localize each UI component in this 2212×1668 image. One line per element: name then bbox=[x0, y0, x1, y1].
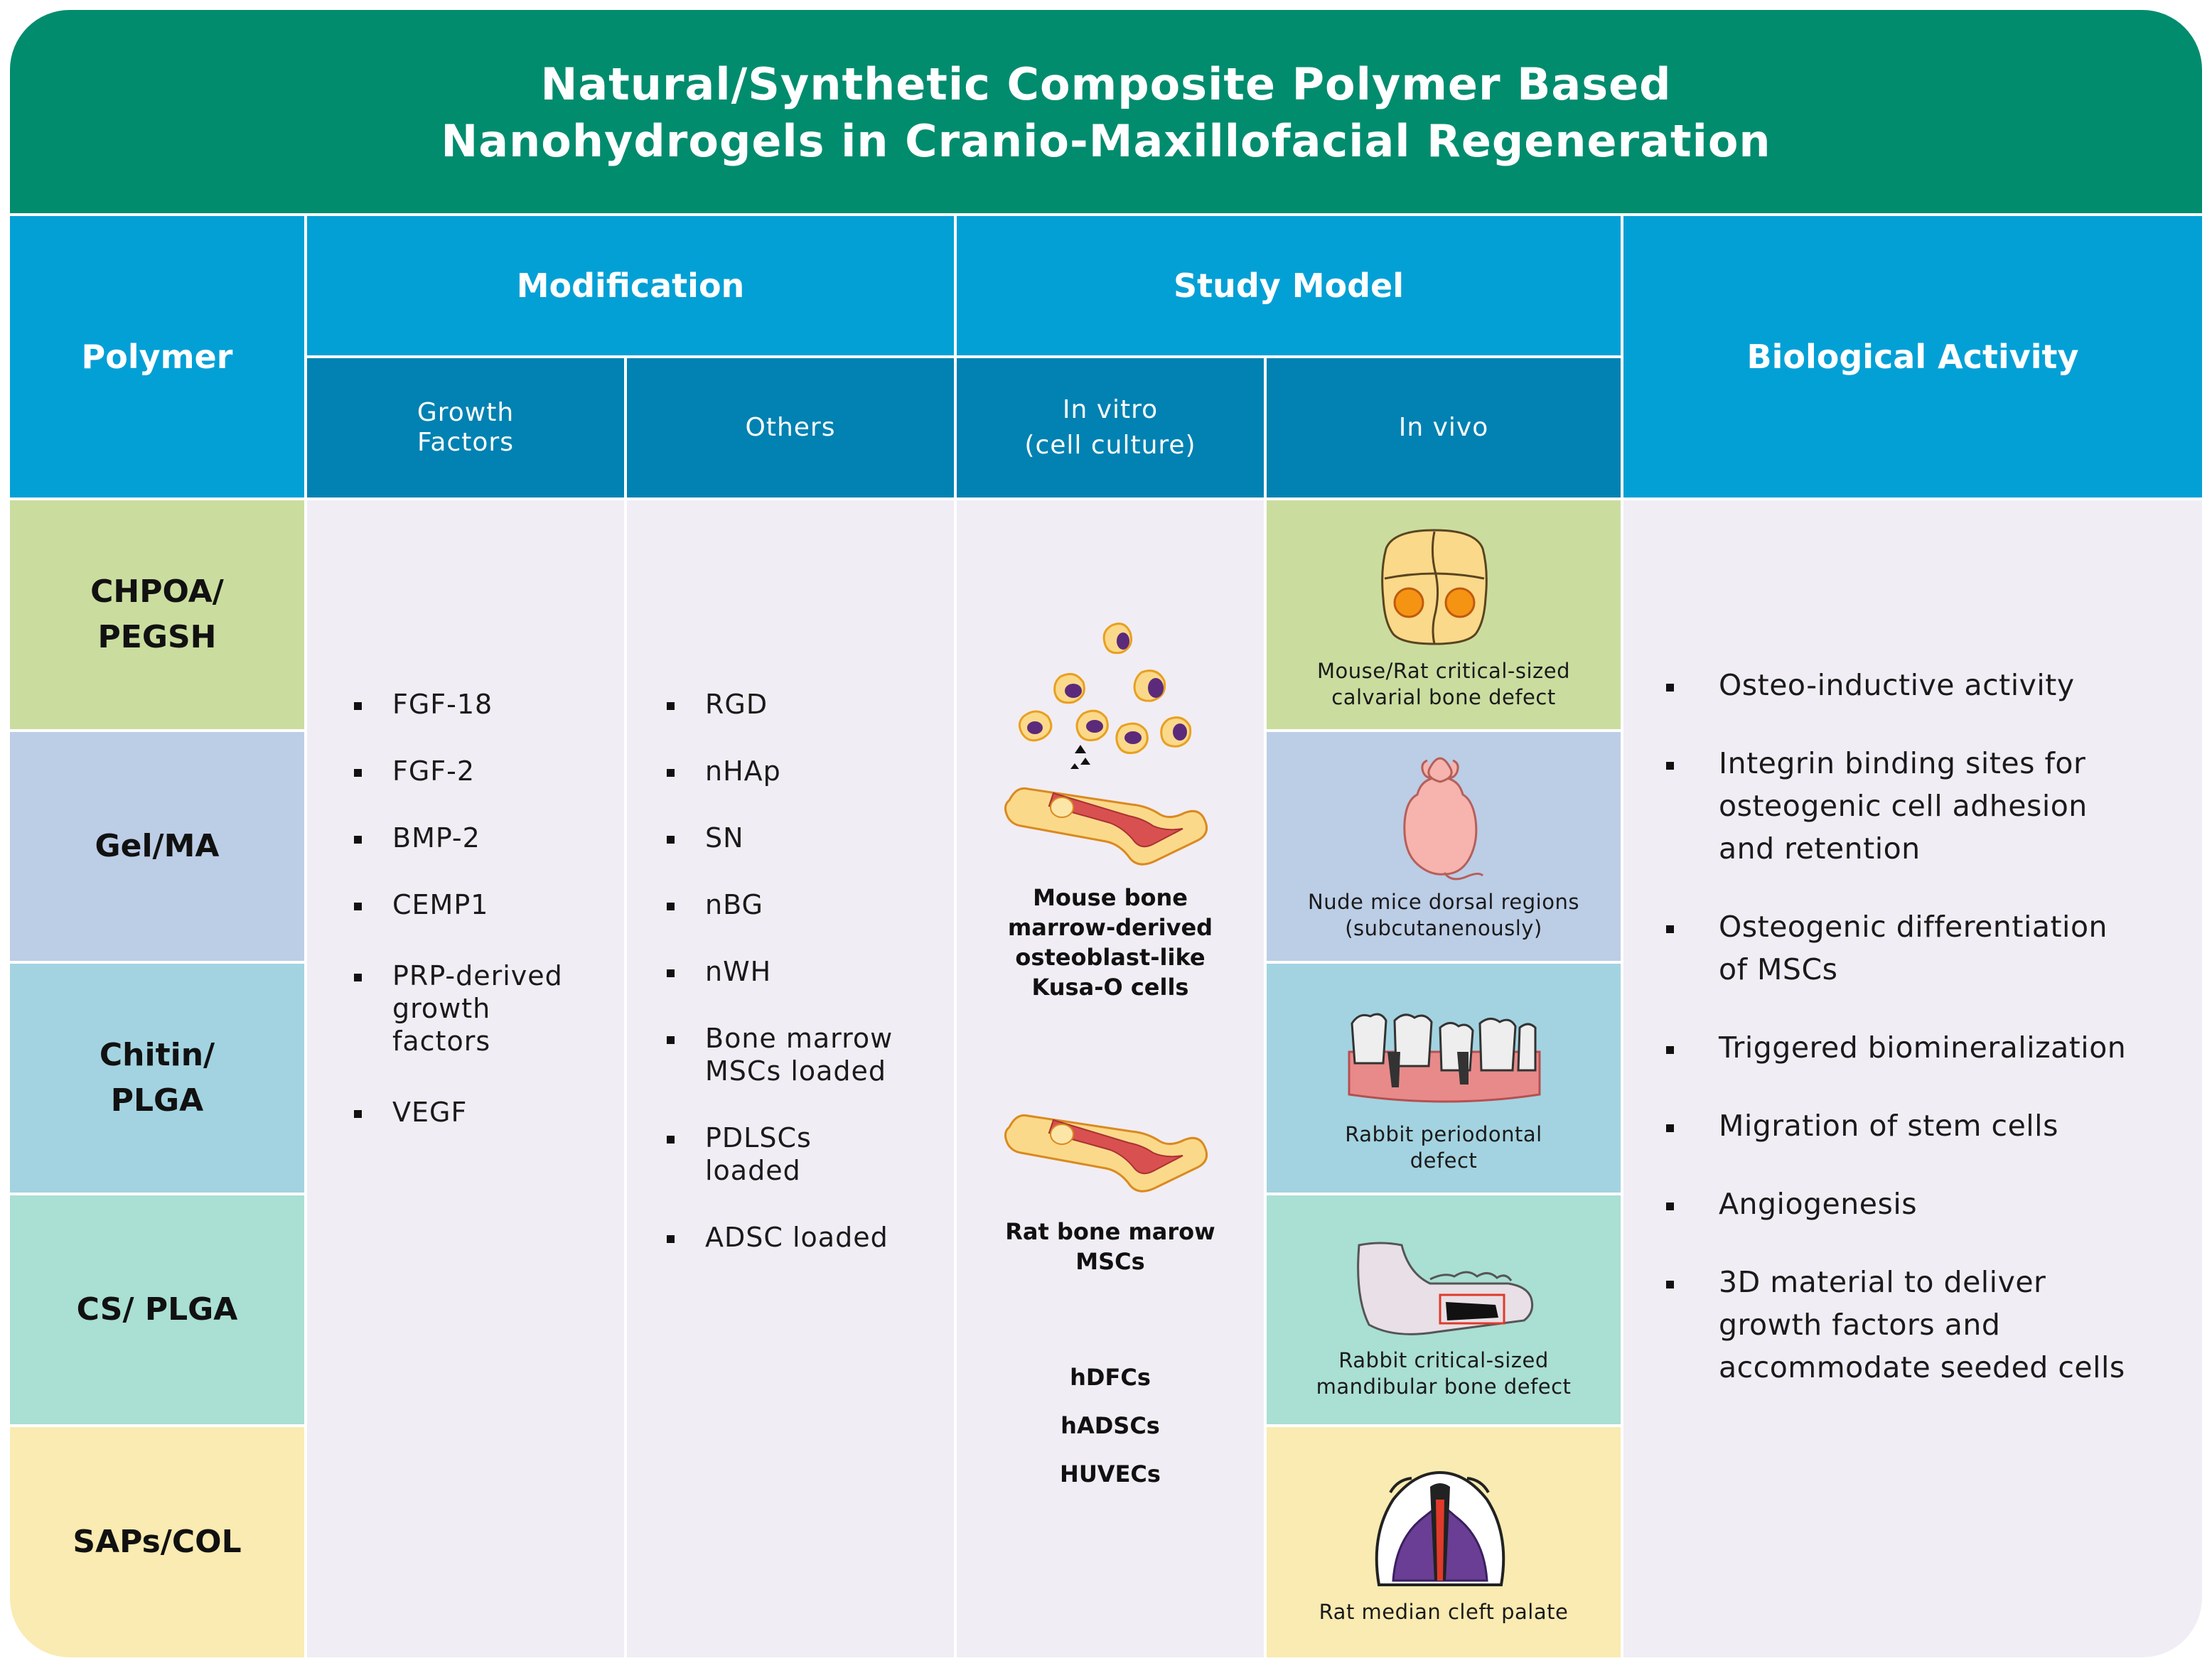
divider bbox=[1621, 216, 1623, 1657]
list-item: Triggered biomineralization bbox=[1666, 1026, 2192, 1069]
others-list: RGD nHAp SN nBG nWH Bone marrow MSCs loa… bbox=[667, 688, 951, 1254]
divider bbox=[304, 216, 307, 1657]
divider bbox=[1267, 729, 1621, 732]
title-line-2: Nanohydrogels in Cranio-Maxillofacial Re… bbox=[441, 115, 1771, 167]
rat-bone-icon bbox=[1004, 1114, 1208, 1193]
in-vitro-hadsc: hADSCs bbox=[1061, 1412, 1160, 1439]
divider bbox=[10, 961, 304, 964]
teeth-icon bbox=[1348, 1013, 1541, 1103]
divider bbox=[10, 497, 2202, 500]
skull-icon bbox=[1381, 529, 1488, 645]
mouse-bone-icon bbox=[1004, 787, 1208, 866]
polymer-cs-plga: CS/ PLGA bbox=[10, 1195, 304, 1424]
in-vivo-caption-5: Rat median cleft palate bbox=[1319, 1600, 1569, 1624]
mouse-icon bbox=[1403, 757, 1484, 881]
in-vivo-caption-3: Rabbit periodontal defect bbox=[1345, 1122, 1542, 1173]
biological-activity-list: Osteo-inductive activity Integrin bindin… bbox=[1666, 664, 2192, 1389]
divider bbox=[624, 358, 627, 1657]
divider bbox=[1267, 961, 1621, 964]
header-study-model: Study Model bbox=[957, 216, 1621, 355]
in-vivo-caption-2: Nude mice dorsal regions (subcutanenousl… bbox=[1308, 890, 1579, 940]
growth-factors-list: FGF-18 FGF-2 BMP-2 CEMP1 PRP-derived gro… bbox=[354, 688, 610, 1129]
divider bbox=[10, 1424, 304, 1427]
polymer-saps-col: SAPs/COL bbox=[10, 1427, 304, 1657]
polymer-chitin-plga: Chitin/ PLGA bbox=[10, 964, 304, 1193]
divider bbox=[1264, 358, 1267, 1657]
divider bbox=[1267, 1424, 1621, 1427]
header-in-vitro: In vitro (cell culture) bbox=[957, 358, 1264, 497]
list-item: 3D material to deliver growth factors an… bbox=[1666, 1261, 2192, 1389]
title-line-1: Natural/Synthetic Composite Polymer Base… bbox=[540, 58, 1672, 110]
in-vitro-mouse-cells: Mouse bone marrow-derived osteoblast-lik… bbox=[1007, 884, 1213, 1001]
divider bbox=[10, 1193, 304, 1195]
list-item: PDLSCs loaded bbox=[667, 1121, 951, 1187]
divider bbox=[954, 216, 957, 1657]
list-item: SN bbox=[667, 822, 951, 854]
in-vitro-rat-msc: Rat bone marow MSCs bbox=[1005, 1218, 1215, 1275]
mandible-icon bbox=[1357, 1242, 1534, 1335]
list-item: Bone marrow MSCs loaded bbox=[667, 1022, 951, 1087]
list-item: Angiogenesis bbox=[1666, 1183, 2192, 1225]
header-others: Others bbox=[627, 358, 954, 497]
list-item: nWH bbox=[667, 955, 951, 988]
list-item: RGD bbox=[667, 688, 951, 721]
list-item: CEMP1 bbox=[354, 888, 610, 921]
list-item: Migration of stem cells bbox=[1666, 1104, 2192, 1147]
cells-icon bbox=[1019, 623, 1192, 769]
list-item: nHAp bbox=[667, 755, 951, 787]
header-in-vivo: In vivo bbox=[1267, 358, 1621, 497]
list-item: nBG bbox=[667, 888, 951, 921]
divider bbox=[1267, 1193, 1621, 1195]
in-vivo-caption-4: Rabbit critical-sized mandibular bone de… bbox=[1316, 1348, 1572, 1399]
list-item: BMP-2 bbox=[354, 822, 610, 854]
list-item: VEGF bbox=[354, 1096, 610, 1129]
list-item: PRP-derived growth factors bbox=[354, 959, 610, 1058]
in-vivo-caption-1: Mouse/Rat critical-sized calvarial bone … bbox=[1317, 659, 1570, 709]
header-modification: Modification bbox=[307, 216, 954, 355]
in-vitro-hdfc: hDFCs bbox=[1070, 1364, 1151, 1391]
list-item: FGF-18 bbox=[354, 688, 610, 721]
list-item: FGF-2 bbox=[354, 755, 610, 787]
header-polymer: Polymer bbox=[10, 216, 304, 497]
in-vitro-huvec: HUVECs bbox=[1060, 1460, 1161, 1487]
title-bar: Natural/Synthetic Composite Polymer Base… bbox=[10, 10, 2202, 213]
polymer-gel-ma: Gel/MA bbox=[10, 732, 304, 961]
list-item: Integrin binding sites for osteogenic ce… bbox=[1666, 742, 2192, 870]
divider bbox=[10, 213, 2202, 216]
list-item: ADSC loaded bbox=[667, 1221, 951, 1254]
header-growth-factors: Growth Factors bbox=[307, 358, 624, 497]
polymer-chpoa-pegsh: CHPOA/ PEGSH bbox=[10, 500, 304, 729]
list-item: Osteo-inductive activity bbox=[1666, 664, 2192, 706]
figure-card: Natural/Synthetic Composite Polymer Base… bbox=[10, 10, 2202, 1657]
divider bbox=[307, 355, 1621, 358]
palate-icon bbox=[1375, 1471, 1505, 1586]
divider bbox=[10, 729, 304, 732]
list-item: Osteogenic differentiation of MSCs bbox=[1666, 905, 2192, 991]
header-biological-activity: Biological Activity bbox=[1623, 216, 2202, 497]
